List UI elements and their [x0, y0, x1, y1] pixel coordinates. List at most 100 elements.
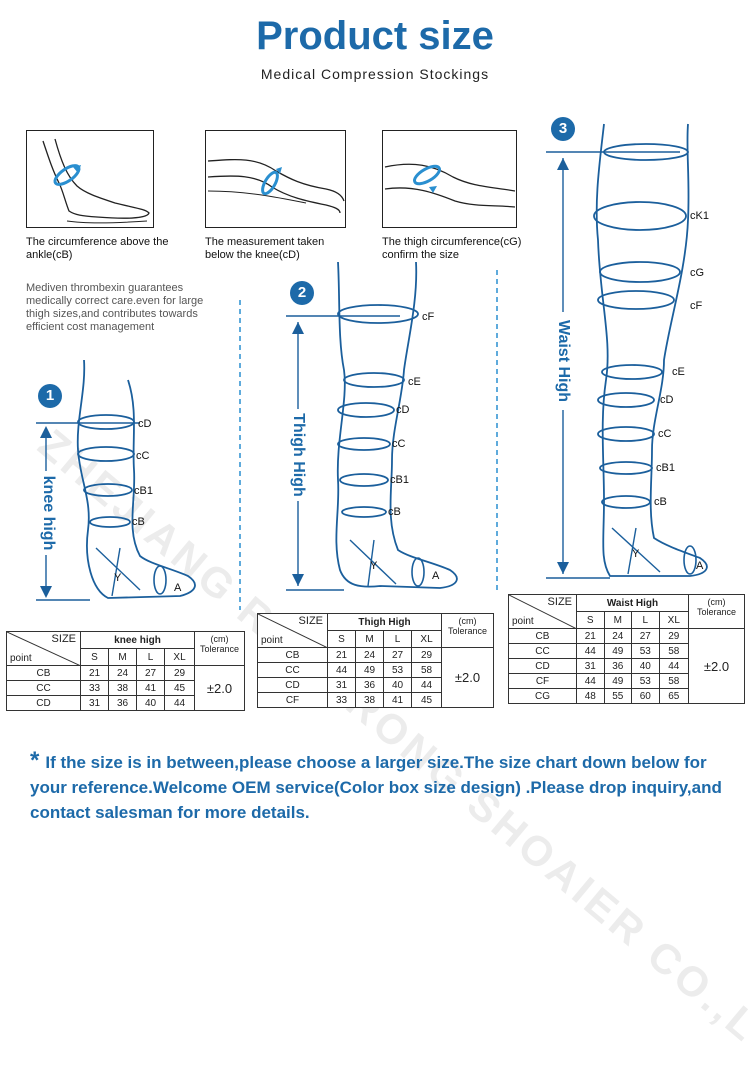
table-row: CC 33 38 41 45: [6, 680, 245, 696]
label-cb1: cB1: [390, 474, 409, 486]
knee-high-diagram: [36, 359, 196, 601]
label-y: Y: [114, 572, 122, 584]
value-cell: 36: [603, 658, 633, 674]
size-point-header: SIZE point: [508, 594, 577, 629]
value-cell: 44: [164, 695, 195, 711]
label-ck1: cK1: [690, 210, 709, 222]
tolerance-label: Tolerance: [447, 626, 488, 636]
size-col-header: L: [136, 648, 166, 666]
leg-diagrams: [36, 117, 708, 610]
waist-high-label: Waist High: [554, 312, 572, 410]
table-row: CG 48 55 60 65: [508, 688, 745, 704]
value-cell: 49: [355, 662, 385, 678]
size-col-header: XL: [411, 630, 442, 648]
label-cc: cC: [136, 450, 150, 462]
size-col-header: S: [576, 611, 605, 629]
point-cell: CC: [257, 662, 328, 678]
table-row: CD 31 36 40 44: [257, 677, 494, 693]
label-cc: cC: [658, 428, 672, 440]
value-cell: 53: [631, 643, 660, 659]
value-cell: 53: [631, 673, 660, 689]
page-title: Product size: [256, 14, 494, 58]
value-cell: 38: [355, 692, 385, 708]
label-cd: cD: [660, 394, 674, 406]
value-cell: 40: [136, 695, 166, 711]
value-cell: 27: [383, 647, 413, 663]
size-col-header: M: [603, 611, 633, 629]
ankle-measurement-picture: [26, 130, 154, 228]
point-cell: CD: [257, 677, 328, 693]
point-cell: CD: [508, 658, 577, 674]
step-1-number: 1: [45, 387, 55, 404]
table-row: CF 33 38 41 45: [257, 692, 494, 708]
waist-high-size-table: SIZE point Waist High (cm)Tolerance S M …: [508, 594, 745, 704]
value-cell: 31: [79, 695, 110, 711]
value-cell: 40: [631, 658, 660, 674]
value-cell: 58: [411, 662, 442, 678]
size-col-header: S: [79, 648, 110, 666]
waist-high-diagram: [546, 117, 708, 579]
knee-high-size-table: SIZE point knee high (cm)Tolerance S M L…: [6, 631, 245, 711]
table-row: CB 21 24 27 29 ±2.0: [508, 628, 745, 704]
size-col-header: XL: [164, 648, 195, 666]
unit-label: (cm): [210, 634, 229, 644]
page-subtitle: Medical Compression Stockings: [260, 66, 490, 82]
size-label: SIZE: [298, 615, 323, 627]
ankle-illustration: [42, 138, 150, 224]
label-cd: cD: [396, 404, 410, 416]
step-3-number: 3: [558, 120, 568, 137]
point-cell: CF: [508, 673, 577, 689]
size-col-header: M: [355, 630, 385, 648]
tolerance-value: ±2.0: [688, 628, 745, 704]
thigh-measurement-picture: [382, 130, 517, 228]
label-cb1: cB1: [656, 462, 675, 474]
label-ce: cE: [672, 366, 685, 378]
value-cell: 65: [658, 688, 690, 704]
label-cb: cB: [654, 496, 667, 508]
label-cb: cB: [132, 516, 145, 528]
point-cell: CB: [6, 665, 81, 681]
tolerance-header: (cm)Tolerance: [688, 594, 745, 629]
value-cell: 44: [658, 658, 690, 674]
tolerance-value: ±2.0: [441, 647, 494, 708]
table-row: CB 21 24 27 29 ±2.0: [257, 647, 494, 708]
table-title: Thigh High: [327, 613, 442, 631]
point-cell: CF: [257, 692, 328, 708]
size-col-header: L: [383, 630, 413, 648]
table-row: CF 44 49 53 58: [508, 673, 745, 689]
value-cell: 58: [658, 643, 690, 659]
value-cell: 29: [164, 665, 195, 681]
value-cell: 36: [355, 677, 385, 693]
label-y: Y: [370, 560, 378, 572]
step-2-badge: [290, 281, 314, 305]
table-title: Waist High: [576, 594, 689, 612]
tolerance-label: Tolerance: [696, 607, 737, 617]
size-point-header: SIZE point: [257, 613, 328, 648]
asterisk-icon: *: [30, 747, 40, 774]
knee-high-label: knee high: [39, 471, 57, 555]
point-label: point: [261, 635, 283, 646]
label-cc: cC: [392, 438, 406, 450]
size-point-header: SIZE point: [6, 631, 81, 666]
thigh-caption: The thigh circumference(cG) confirm the …: [382, 236, 522, 261]
step-2-number: 2: [297, 284, 307, 301]
label-ce: cE: [408, 376, 421, 388]
label-cf: cF: [422, 311, 435, 323]
point-cell: CC: [6, 680, 81, 696]
table-row: CC 44 49 53 58: [508, 643, 745, 659]
value-cell: 60: [631, 688, 660, 704]
value-cell: 21: [79, 665, 110, 681]
knee-measurement-picture: [205, 130, 346, 228]
thigh-high-label: Thigh High: [289, 409, 307, 501]
value-cell: 31: [326, 677, 357, 693]
point-cell: CC: [508, 643, 577, 659]
value-cell: 40: [383, 677, 413, 693]
label-a: A: [432, 570, 440, 582]
table-row: CB 21 24 27 29 ±2.0: [6, 665, 245, 711]
table-title: knee high: [80, 631, 195, 649]
value-cell: 55: [603, 688, 633, 704]
step-3-badge: [551, 117, 575, 141]
value-cell: 33: [79, 680, 110, 696]
table-row: CD 31 36 40 44: [6, 695, 245, 711]
value-cell: 24: [355, 647, 385, 663]
